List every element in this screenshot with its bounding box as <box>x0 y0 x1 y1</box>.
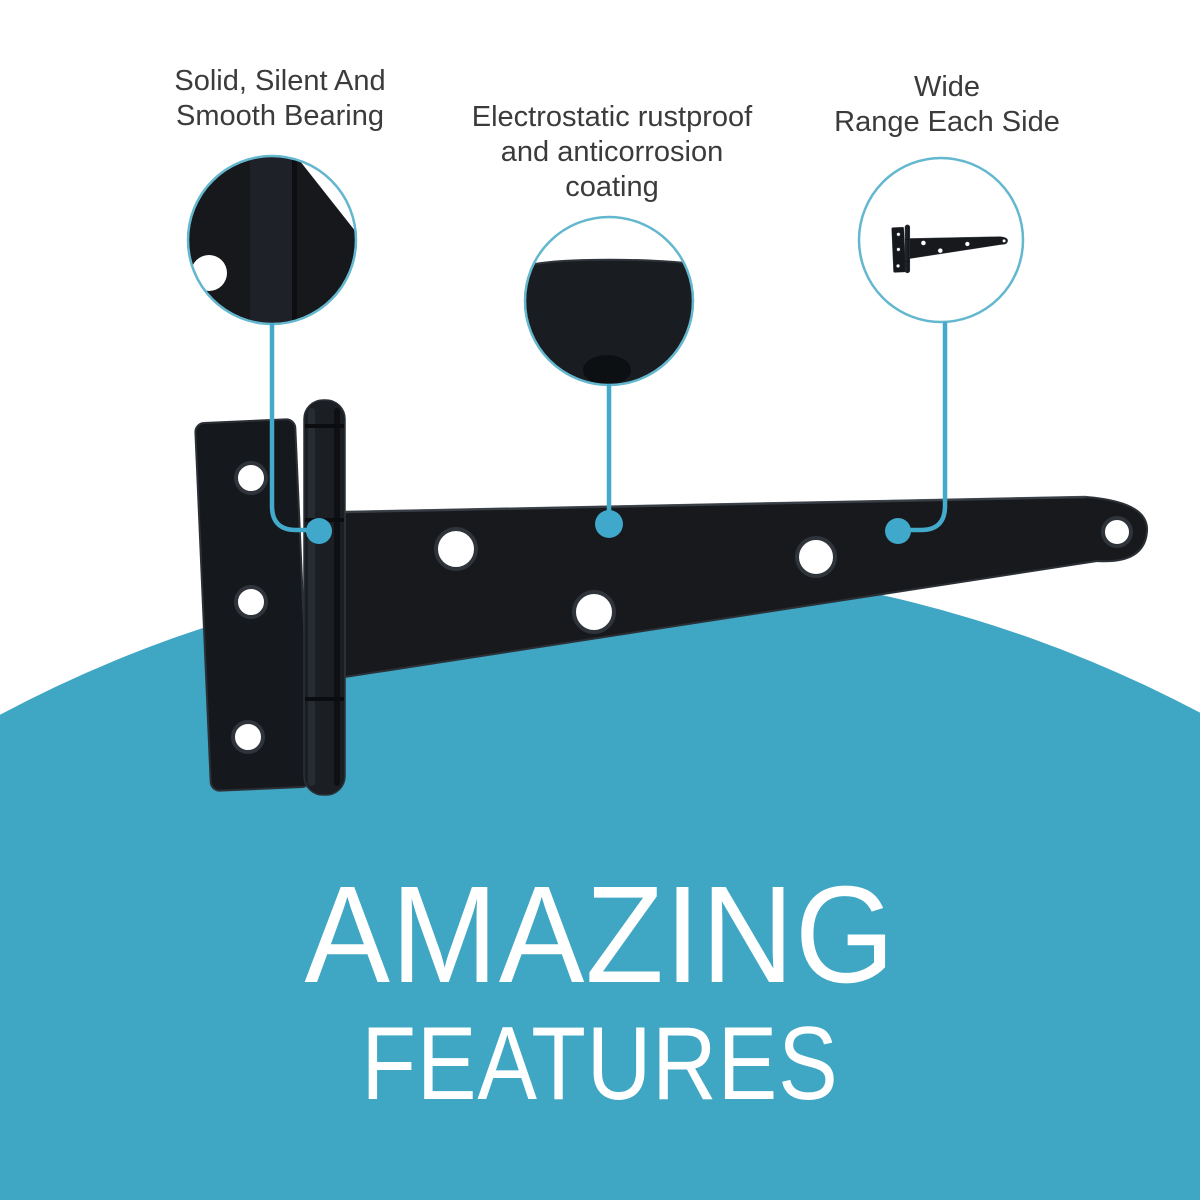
connector-dot-coating <box>595 510 623 538</box>
connector-dot-range <box>885 518 911 544</box>
hinge-strap-edge-highlight <box>344 495 1087 514</box>
hinge-barrel-shadow <box>334 408 340 786</box>
callout-circle-range <box>857 156 1025 324</box>
screw-hole <box>231 720 265 754</box>
hinge-strap <box>344 495 1149 679</box>
hinge-knuckle-line <box>305 697 344 701</box>
callout-connector-dots <box>306 510 911 544</box>
callout-circle-bearing-content <box>189 157 355 323</box>
hinge-knuckle-line <box>305 424 344 428</box>
callout-connector-lines <box>269 321 948 533</box>
screw-hole <box>795 536 837 578</box>
callout-circle-range-content <box>860 159 1022 321</box>
t-hinge-product-image <box>194 399 1149 796</box>
banner-title-line2: FEATURES <box>361 1006 839 1122</box>
connector-line-range <box>897 321 948 533</box>
banner-title-line1: AMAZING <box>304 858 896 1012</box>
callout-label-coating: Electrostatic rustproof and anticorrosio… <box>471 101 753 203</box>
callout-label-bearing: Solid, Silent And Smooth Bearing <box>174 65 386 132</box>
screw-hole <box>434 527 478 571</box>
screw-hole <box>234 461 268 495</box>
hinge-screw-holes <box>231 461 1133 754</box>
screw-hole <box>572 590 616 634</box>
connector-line-bearing <box>269 322 320 533</box>
screw-hole <box>234 585 268 619</box>
screw-hole <box>1101 516 1133 548</box>
connector-dot-bearing <box>306 518 332 544</box>
hinge-barrel-highlight <box>308 408 315 786</box>
callout-circle-coating-content <box>526 218 692 384</box>
callout-label-range: Wide Range Each Side <box>834 71 1060 138</box>
